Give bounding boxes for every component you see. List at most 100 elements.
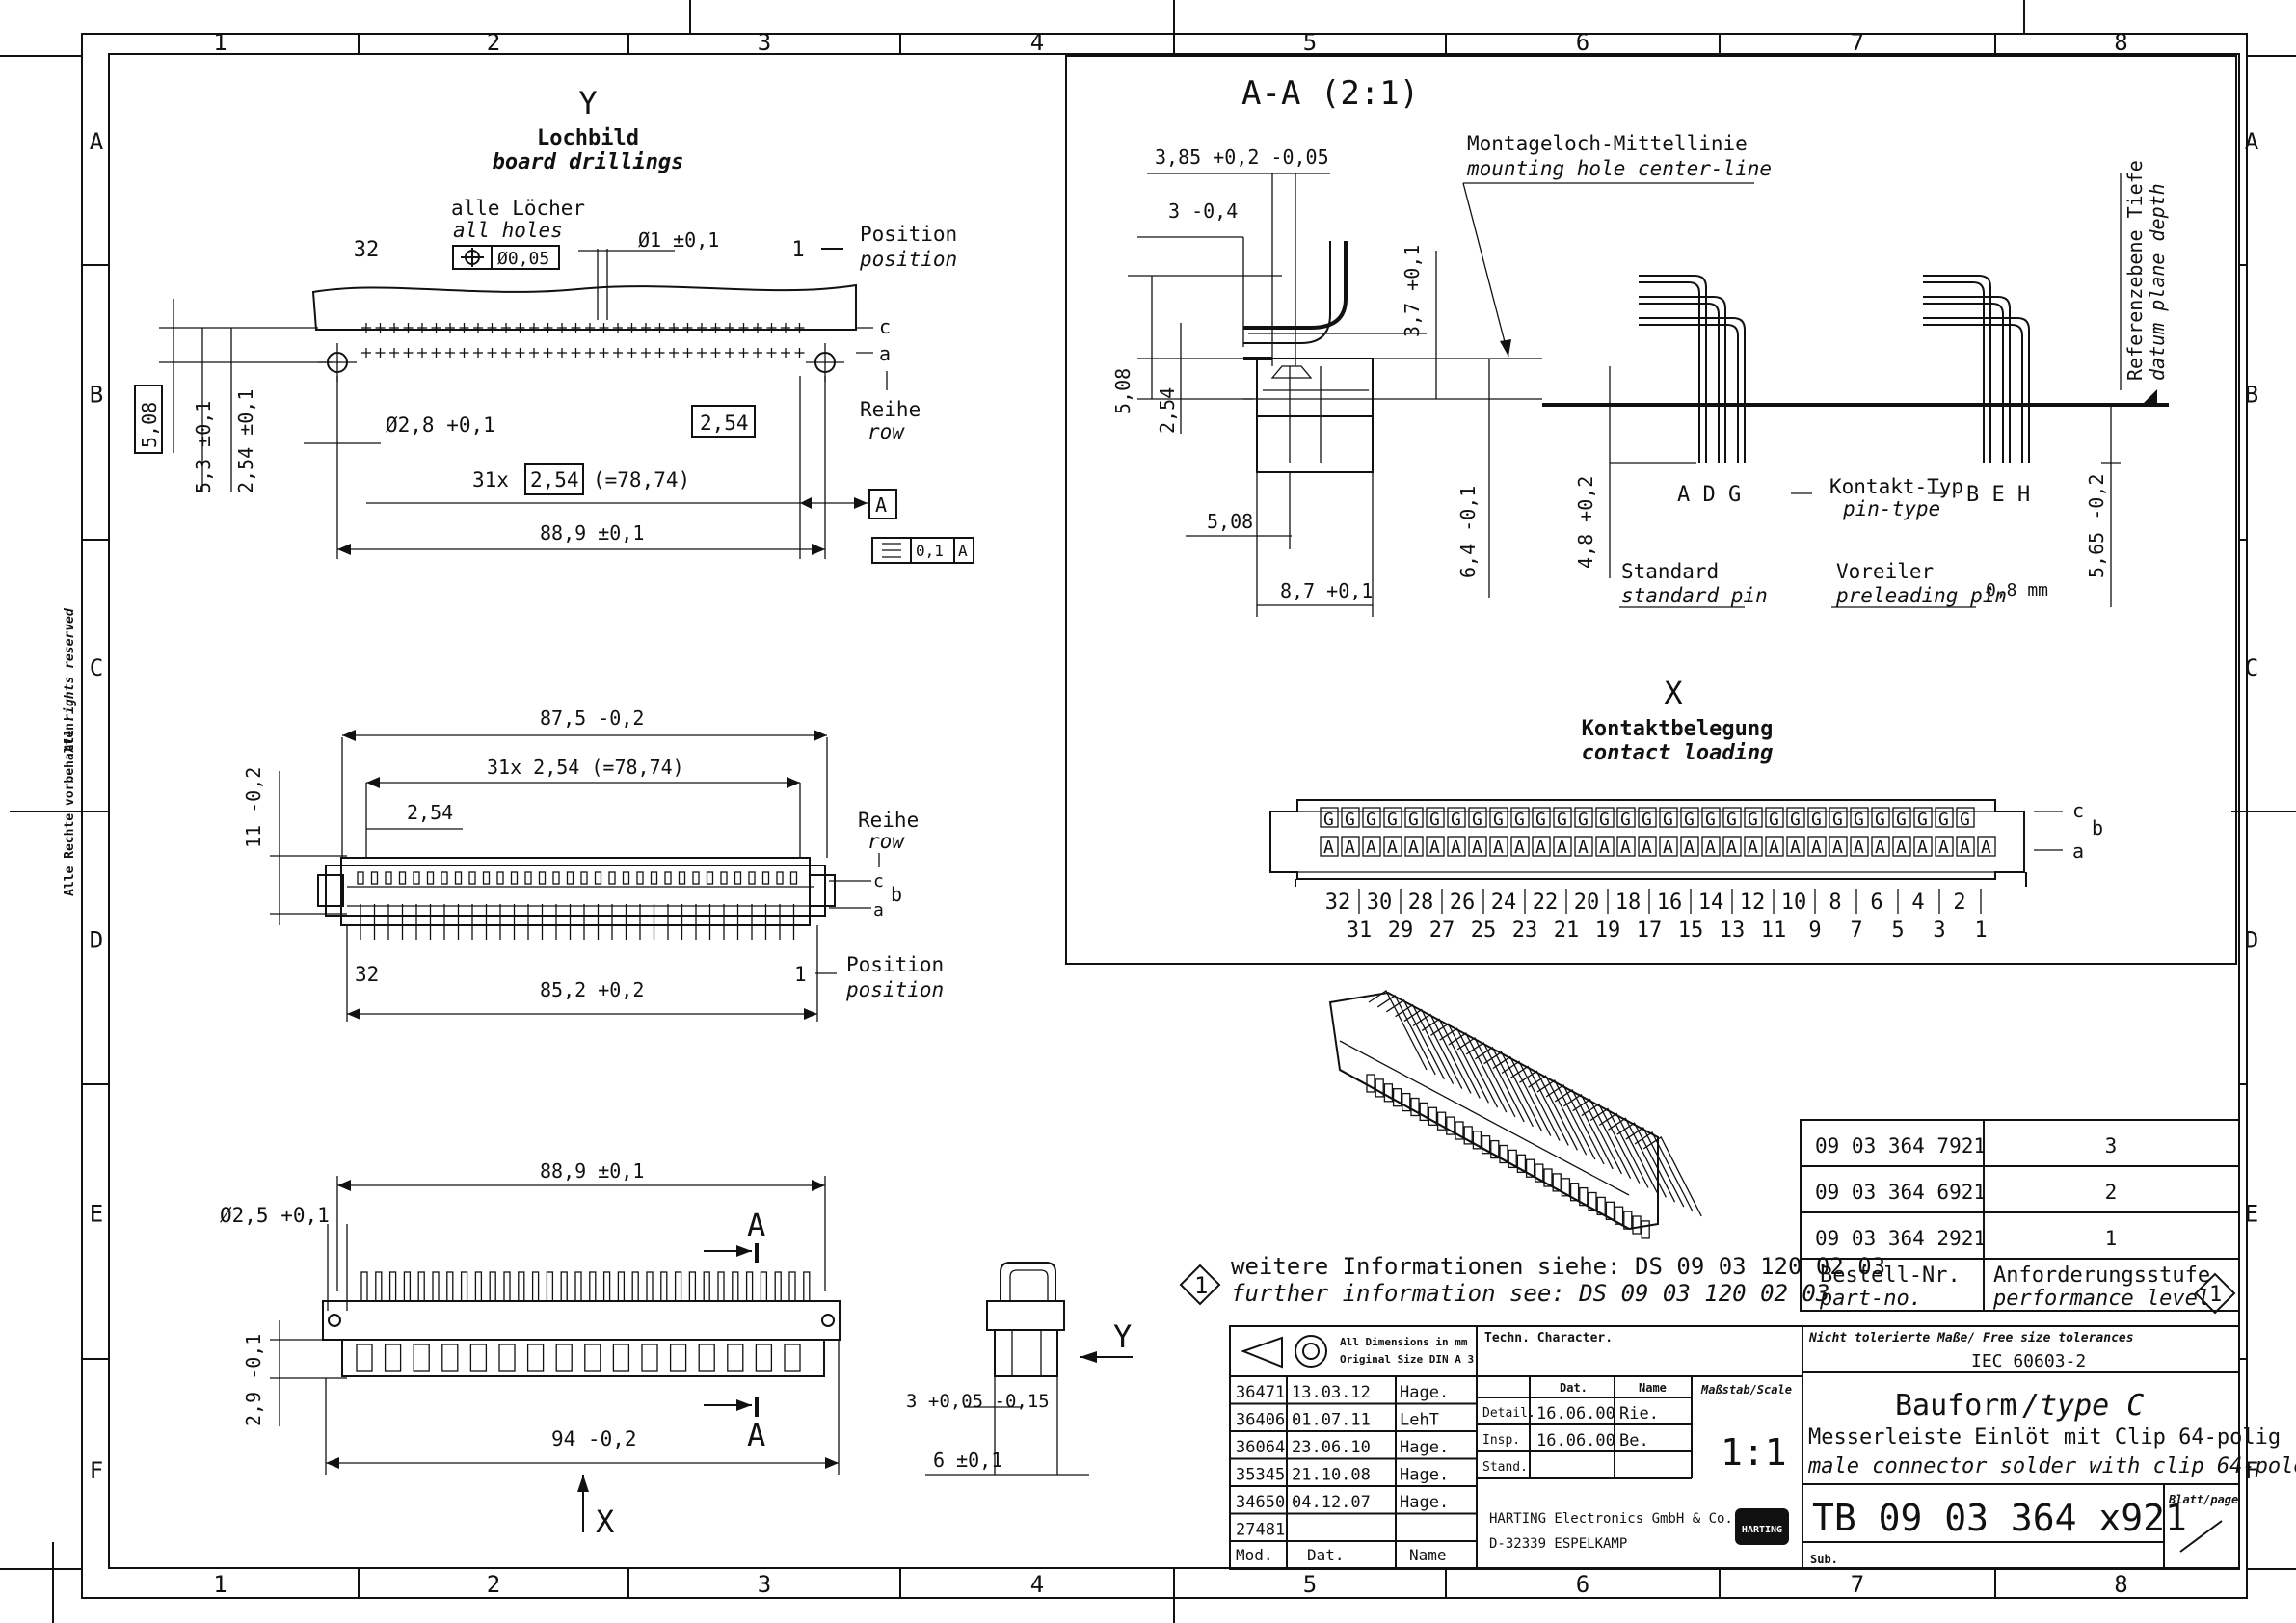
contact-label-g: G: [1620, 810, 1631, 830]
contact-cell-a: [1532, 836, 1551, 857]
contact-label-a: A: [1854, 838, 1864, 858]
contact-label-a: A: [1748, 838, 1758, 858]
contact-label-g: G: [1705, 810, 1716, 830]
front-pin-top: [566, 871, 574, 885]
contact-label-g: G: [1917, 810, 1928, 830]
company-name: HARTING Electronics GmbH & Co. KG: [1489, 1511, 1757, 1527]
contact-label-g: G: [1663, 810, 1673, 830]
section-a-a: A-A (2:1) 3,85 +0,2 -0,05 3 -0,4 Montage…: [1065, 55, 2237, 965]
iso-pin: [1589, 1107, 1649, 1188]
contact-number-even: 6: [1870, 891, 1882, 915]
contact-cell-g: [1426, 807, 1445, 828]
bottom-pin-pad: [727, 1344, 744, 1372]
position-tolerance-box: Ø0,05: [497, 249, 549, 269]
contact-label-g: G: [1726, 810, 1737, 830]
contact-number-even: 4: [1911, 891, 1924, 915]
bottom-pin-pad: [526, 1344, 545, 1372]
contact-cell-a: [1765, 836, 1784, 857]
front-pin-top: [552, 871, 560, 885]
contact-cell-a: [1977, 836, 1996, 857]
iso-pin: [1572, 1098, 1632, 1179]
column-label-bottom: 7: [1851, 1571, 1864, 1598]
iso-pin-slot: [1623, 1211, 1633, 1230]
front-pin-top: [692, 871, 700, 885]
section-pin: [1639, 275, 1707, 463]
contact-number-even: 22: [1533, 891, 1559, 915]
dims-note-2: Original Size DIN A 3: [1340, 1353, 1474, 1366]
contact-number-even: 10: [1781, 891, 1807, 915]
section-title: A-A (2:1): [1241, 74, 1419, 113]
part-number: 09 03 364 6921: [1815, 1181, 1986, 1204]
iso-pin-slot: [1455, 1121, 1464, 1140]
row-label-left: C: [90, 654, 103, 681]
front-row-a: a: [873, 900, 884, 920]
iso-pin-slot: [1535, 1163, 1544, 1183]
view-y-arrow-label: Y: [1113, 1318, 1132, 1355]
iso-pin: [1598, 1112, 1658, 1193]
bottom-pin: [503, 1271, 511, 1302]
contact-number-even: 30: [1367, 891, 1393, 915]
contact-cell-a: [1786, 836, 1805, 857]
iso-pin: [1616, 1122, 1676, 1203]
contact-number-even: 28: [1408, 891, 1434, 915]
contact-cell-a: [1468, 836, 1487, 857]
contact-label-a: A: [1323, 838, 1334, 858]
iso-pin: [1519, 1070, 1578, 1151]
contact-cell-g: [1574, 807, 1593, 828]
bottom-pin-pad: [555, 1344, 573, 1372]
approval-label: Detail.: [1482, 1406, 1535, 1421]
iso-pin: [1554, 1088, 1614, 1170]
row-a-label: a: [879, 342, 891, 365]
iso-pin: [1509, 1065, 1569, 1146]
front-row-c: c: [873, 871, 884, 891]
contact-cell-g: [1659, 807, 1678, 828]
contact-label-a: A: [1535, 838, 1546, 858]
bottom-pin-pad: [469, 1344, 488, 1372]
harting-logo-text: HARTING: [1742, 1525, 1782, 1535]
contact-label-g: G: [1408, 810, 1419, 830]
contact-label-g: G: [1875, 810, 1885, 830]
bottom-pin: [631, 1271, 639, 1302]
drawing-number: TB 09 03 364 x921: [1812, 1497, 2187, 1539]
tolerance-note: Nicht tolerierte Maße/ Free size toleran…: [1808, 1331, 2134, 1345]
iso-pin-slot: [1552, 1173, 1562, 1192]
contact-number-even: 2: [1953, 891, 1965, 915]
sheet-label: Blatt/page: [2168, 1493, 2238, 1506]
front-pin-top: [426, 871, 435, 885]
dim-4-8: 4,8 +0,2: [1574, 476, 1597, 569]
dim-3-85: 3,85 +0,2 -0,05: [1155, 146, 1329, 169]
dim-85-2: 85,2 +0,2: [540, 978, 644, 1001]
reihe-de: Reihe: [860, 398, 921, 421]
iso-pin-slot: [1579, 1186, 1589, 1207]
contact-number-odd: 17: [1637, 918, 1663, 943]
bottom-pin: [375, 1271, 383, 1302]
contact-cell-a: [1638, 836, 1657, 857]
contact-cell-a: [1616, 836, 1636, 857]
contact-cell-g: [1553, 807, 1572, 828]
contact-number-odd: 27: [1429, 918, 1455, 943]
row-label-right: E: [2245, 1201, 2258, 1228]
position-de: Position: [860, 223, 957, 246]
column-label-top: 5: [1303, 29, 1317, 56]
iso-pin-slot: [1596, 1196, 1606, 1216]
dim-5-08-vertical: 5,08: [1111, 368, 1135, 414]
contact-number-odd: 7: [1850, 918, 1862, 943]
row-label-left: A: [90, 128, 104, 155]
contact-label-a: A: [1684, 838, 1695, 858]
bottom-pin-pad: [612, 1344, 630, 1372]
dim-pitch-total: 31x 2,54 (=78,74): [487, 756, 684, 779]
iso-pin: [1421, 1018, 1481, 1099]
dim-2-9: 2,9 -0,1: [242, 1334, 265, 1426]
contact-cell-g: [1913, 807, 1933, 828]
bottom-pin: [518, 1271, 525, 1302]
iso-pin-slot: [1366, 1074, 1375, 1093]
contacts-beh: B E H: [1966, 483, 2030, 507]
preleading-pin-de: Voreiler: [1836, 560, 1934, 583]
front-pin-top: [580, 871, 588, 885]
column-label-top: 4: [1030, 29, 1044, 56]
bottom-pin-pad: [669, 1344, 687, 1372]
position-32-label: 32: [354, 238, 380, 262]
